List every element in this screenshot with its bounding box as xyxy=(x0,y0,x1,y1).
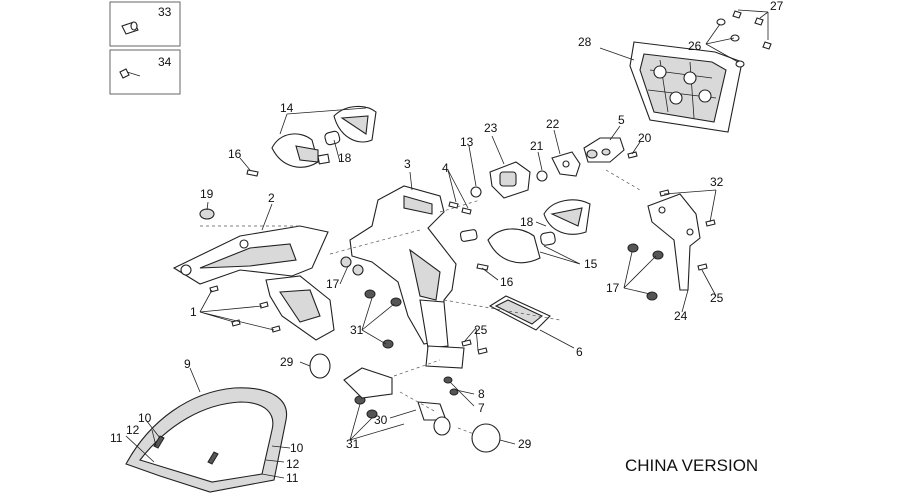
reflector-plate xyxy=(488,295,551,331)
callout-11-left: 11 xyxy=(110,431,123,445)
callout-13: 13 xyxy=(460,135,474,149)
callout-5: 5 xyxy=(618,113,625,127)
callout-labels: 33 34 28 26 27 14 16 18 3 4 13 23 21 22 … xyxy=(110,0,784,485)
inset-box-33 xyxy=(109,1,181,47)
callout-32: 32 xyxy=(710,175,724,189)
callout-1: 1 xyxy=(190,305,197,319)
callout-15: 15 xyxy=(584,257,598,271)
callout-19: 19 xyxy=(200,187,214,201)
inset-box-34 xyxy=(109,49,181,95)
parts-13-4 xyxy=(448,186,482,215)
bracket-22 xyxy=(551,151,581,177)
license-bracket xyxy=(425,345,465,369)
callout-24: 24 xyxy=(674,309,688,323)
washers-26 xyxy=(716,18,745,68)
callout-26: 26 xyxy=(688,39,702,53)
reflector-29-left xyxy=(309,353,331,379)
callout-16-left: 16 xyxy=(228,147,242,161)
callout-10-right: 10 xyxy=(290,441,304,455)
callout-6: 6 xyxy=(576,345,583,359)
callout-3: 3 xyxy=(404,157,411,171)
license-plate-frame xyxy=(629,41,743,133)
screw-25-right xyxy=(697,263,708,271)
callout-17-right: 17 xyxy=(606,281,620,295)
callout-30: 30 xyxy=(374,413,388,427)
grommet-19 xyxy=(199,208,215,220)
callout-7: 7 xyxy=(478,401,485,415)
lower-bracket xyxy=(343,367,393,399)
callout-28: 28 xyxy=(578,35,592,49)
side-bracket-left xyxy=(172,225,329,285)
screws-27 xyxy=(732,10,772,50)
lower-panel-left xyxy=(265,275,335,341)
screw-16-left xyxy=(246,169,259,177)
callout-8: 8 xyxy=(478,387,485,401)
callout-17-left: 17 xyxy=(326,277,340,291)
callout-34: 34 xyxy=(158,55,172,69)
turn-signal-left xyxy=(271,105,377,168)
reflector-29-right xyxy=(471,423,501,453)
callout-29-left: 29 xyxy=(280,355,294,369)
reflector-small xyxy=(433,416,451,436)
callout-33: 33 xyxy=(158,5,172,19)
nut-21 xyxy=(536,170,548,182)
nuts-31 xyxy=(354,289,402,419)
callout-21: 21 xyxy=(530,139,544,153)
callout-16-right: 16 xyxy=(500,275,514,289)
side-bracket-right xyxy=(647,193,701,291)
plate-light-5 xyxy=(583,137,625,163)
callout-18-left: 18 xyxy=(338,151,352,165)
callout-11-right: 11 xyxy=(286,471,299,485)
rear-hugger xyxy=(125,387,288,493)
callout-23: 23 xyxy=(484,121,498,135)
callout-25-right: 25 xyxy=(710,291,724,305)
nuts-7-8 xyxy=(443,376,459,396)
callout-27: 27 xyxy=(770,0,784,13)
callout-2: 2 xyxy=(268,191,275,205)
callout-9: 9 xyxy=(184,357,191,371)
callout-22: 22 xyxy=(546,117,560,131)
nuts-17-right xyxy=(627,243,664,301)
screws-25-center xyxy=(461,339,488,355)
callout-14: 14 xyxy=(280,101,294,115)
callout-25-center: 25 xyxy=(474,323,488,337)
callout-10-left: 10 xyxy=(138,411,152,425)
version-label: CHINA VERSION xyxy=(625,456,758,475)
callout-31-upper: 31 xyxy=(350,323,364,337)
callout-12-left: 12 xyxy=(126,423,140,437)
leader-lines xyxy=(125,9,769,479)
turn-signal-right xyxy=(459,199,591,264)
callout-4: 4 xyxy=(442,161,449,175)
screw-16-right xyxy=(476,263,489,271)
callout-18-right: 18 xyxy=(520,215,534,229)
connector-23 xyxy=(489,161,531,199)
main-frame xyxy=(349,185,457,349)
nuts-17-left xyxy=(340,256,364,276)
callout-12-right: 12 xyxy=(286,457,300,471)
callout-31-lower: 31 xyxy=(346,437,360,451)
callout-20: 20 xyxy=(638,131,652,145)
callout-29-right: 29 xyxy=(518,437,532,451)
